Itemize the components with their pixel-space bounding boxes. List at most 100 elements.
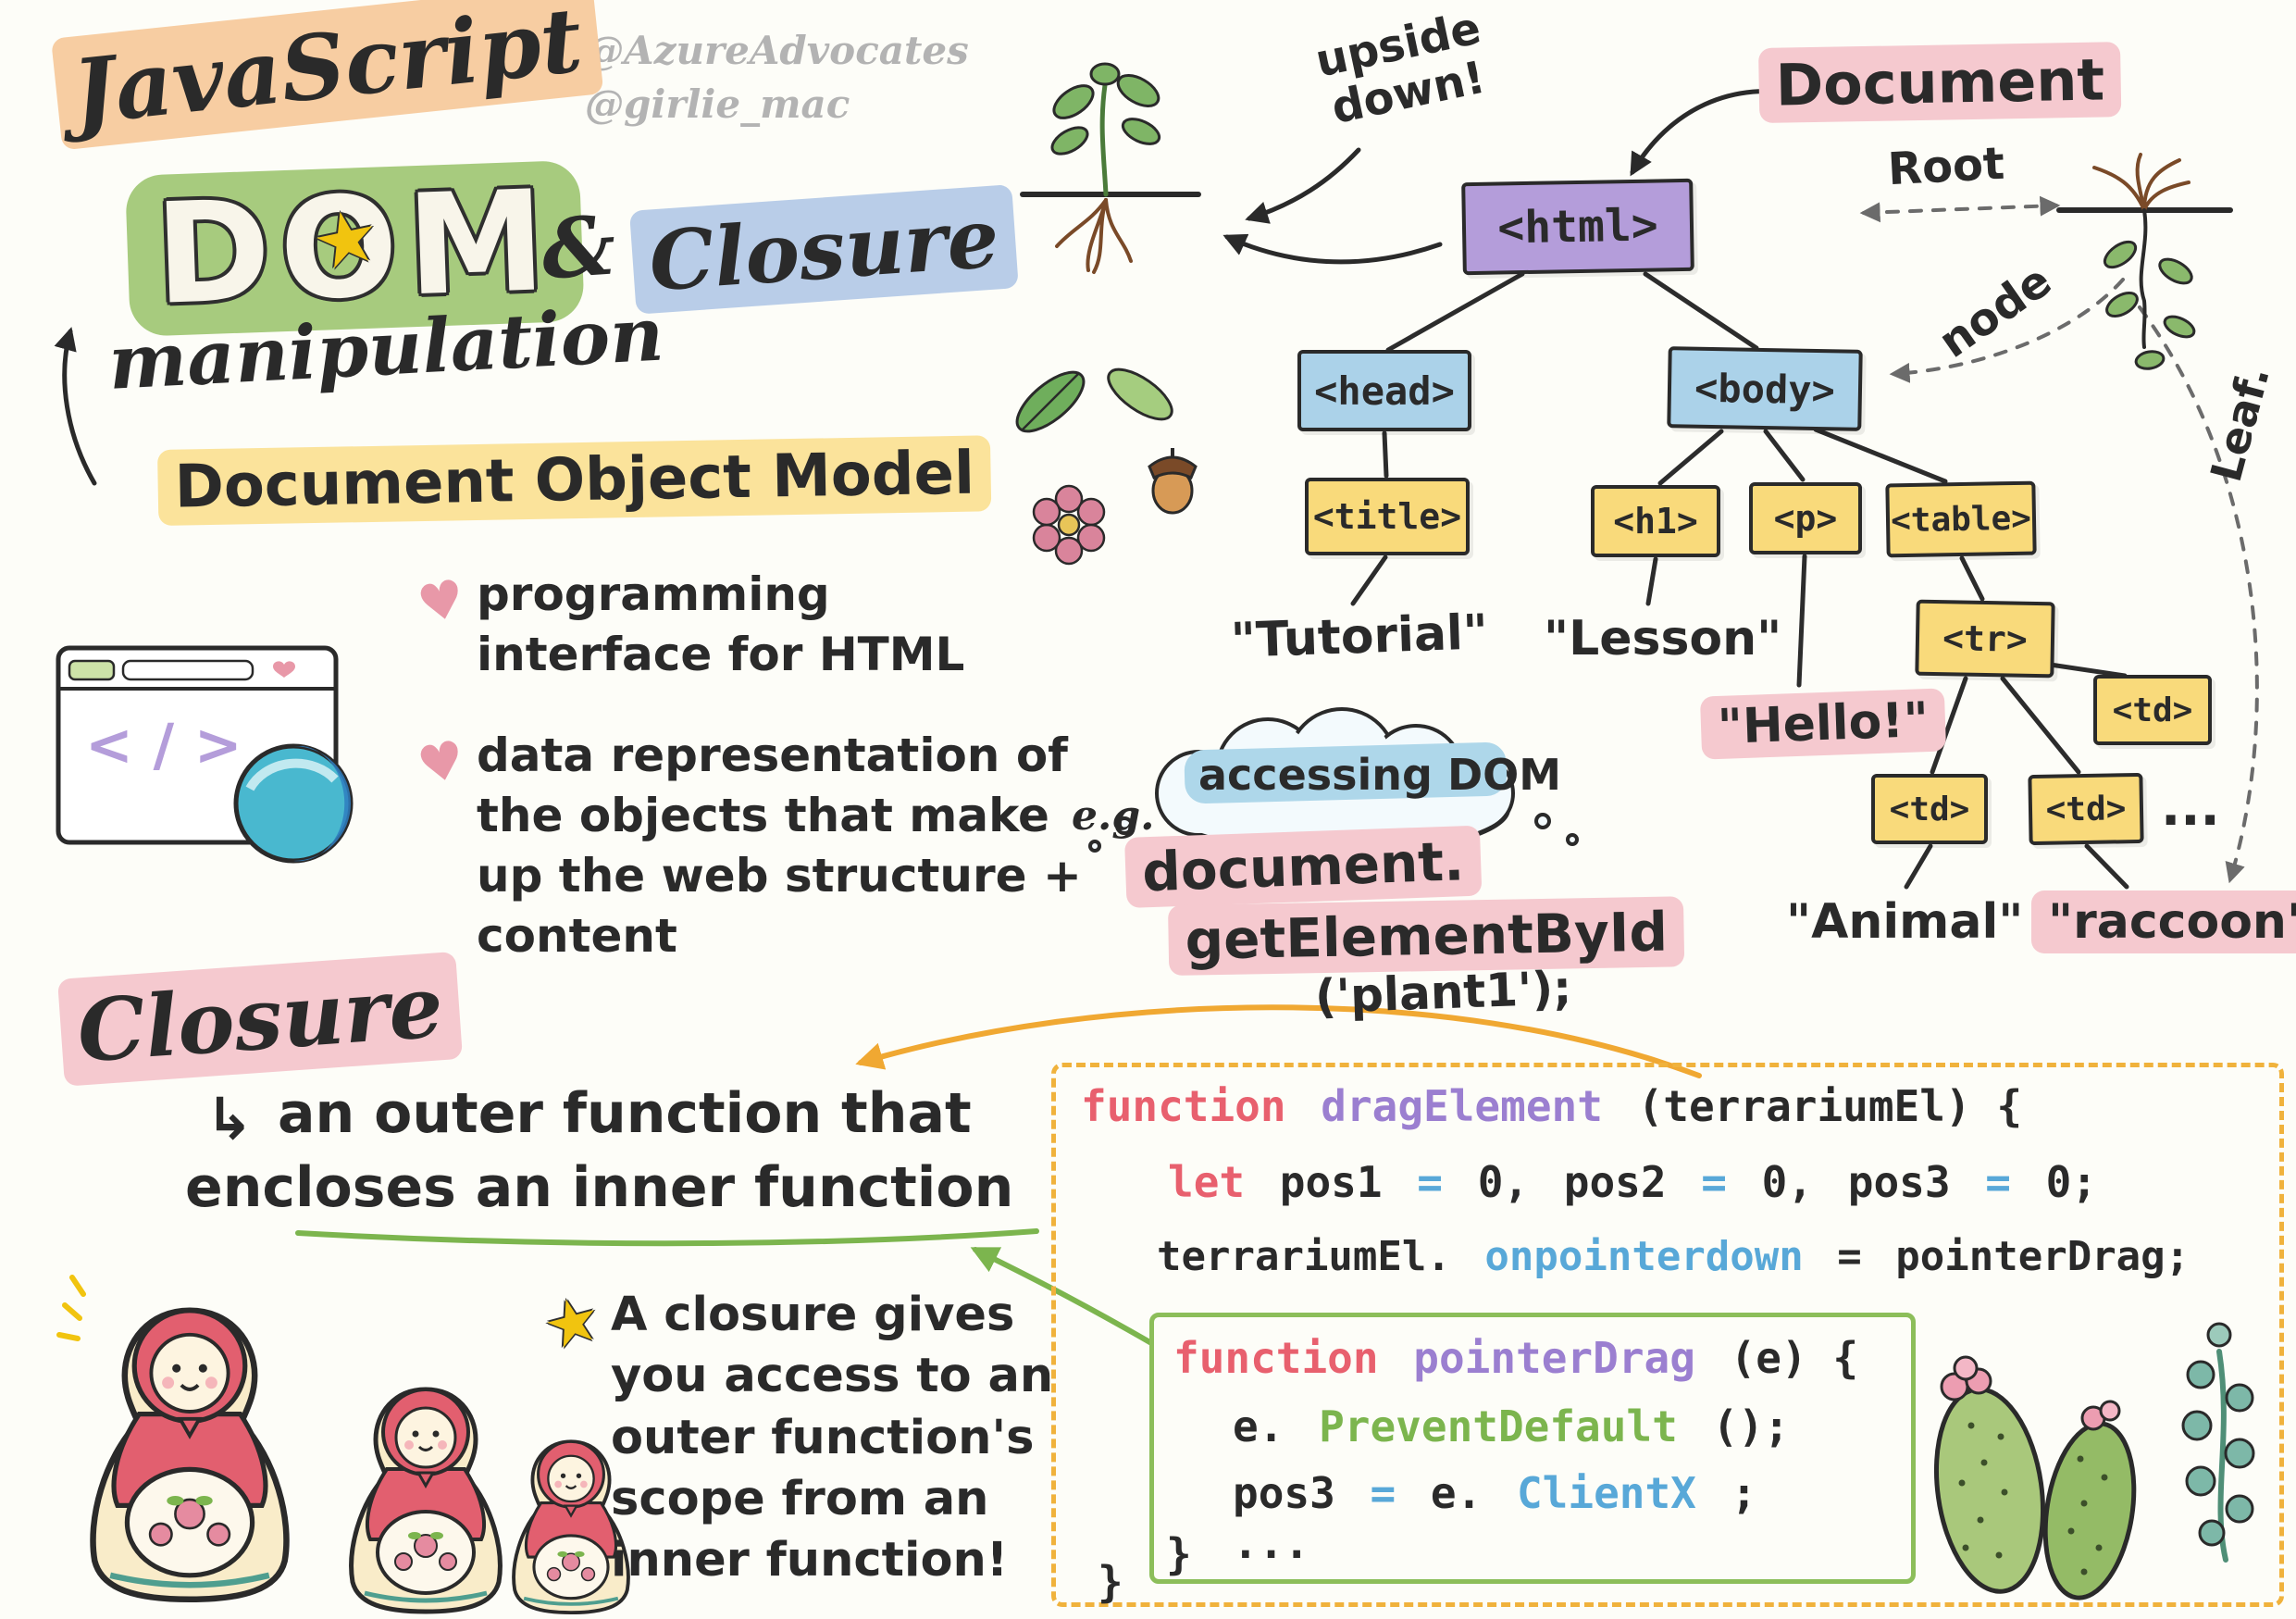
function-name: pointerDrag [1413,1333,1695,1383]
h1-tag-label: <h1> [1613,501,1698,542]
property-clientx: ClientX [1516,1468,1696,1518]
browser-illustration [56,645,354,864]
tree-node-html: <html> [1461,178,1694,276]
tree-node-td-right: <td> [2093,675,2212,745]
hello-value: "Hello!" [1699,688,1947,760]
code-block-border [1051,1063,2284,1607]
code-text: pos1 [1279,1157,1383,1207]
property-onpointerdown: onpointerdown [1484,1233,1804,1280]
keyword-function: function [1173,1333,1379,1383]
code-text: pos3 [1847,1157,1951,1207]
code-text: e. [1430,1468,1483,1518]
code-line-ellipsis: ... [1233,1518,1319,1568]
head-tag-label: <head> [1314,367,1455,414]
code-brackets-icon: < / > [85,711,242,778]
code-text: (); [1712,1401,1790,1451]
title-ampersand: & [539,196,619,298]
inner-function-border [1149,1313,1916,1584]
code-text: 0, [1477,1157,1530,1207]
leaf-icon [1107,367,1173,421]
code-text: pointerDrag; [1895,1233,2191,1280]
code-line-4: function pointerDrag (e) { [1173,1333,1868,1383]
inner-function-arrow [970,1247,1156,1347]
code-line-1: function dragElement (terrariumEl) { [1081,1081,2031,1131]
code-line-6: pos3 = e. ClientX ; [1233,1468,1766,1518]
code-inner-close-brace: } [1166,1529,1201,1579]
td-tag-label: <td> [1889,790,1970,828]
code-text: pos3 [1233,1468,1335,1518]
access-code-document: document. [1124,825,1483,908]
tree-node-td-middle: <td> [2028,772,2144,846]
flower-icon [1032,484,1106,566]
code-text: } [1098,1557,1123,1607]
title-tag-label: <title> [1312,496,1462,537]
sparkle-marks [56,1275,86,1341]
upside-down-plant-illustration [2056,153,2233,370]
equals-sign: = [1417,1157,1443,1207]
code-line-3: terrariumEl. onpointerdown = pointerDrag… [1157,1233,2199,1280]
access-code-getelementbyid: getElementById [1168,896,1685,976]
outer-function-arrow [855,1004,1702,1078]
credit-handle-2: @girlie_mac [585,81,850,127]
matryoshka-dolls-illustration [56,1275,630,1615]
tr-tag-label: <tr> [1942,617,2029,660]
code-text: ... [1233,1518,1310,1568]
eg-label: e.g. [1072,792,1155,840]
browser-heart-icon [273,661,295,678]
acorn-icon [1148,448,1198,515]
closure-definition-line2: encloses an inner function [185,1155,1014,1220]
method-preventdefault: PreventDefault [1319,1401,1678,1451]
keyword-function: function [1081,1081,1286,1131]
code-text: ; [1731,1468,1757,1518]
hook-arrow-icon: ↳ [205,1085,254,1152]
equals-sign: = [1985,1157,2011,1207]
td-ellipsis: ... [2161,778,2220,838]
raccoon-value: "raccoon" [2031,890,2296,953]
bullet-data-representation: data representation of the objects that … [477,729,1082,963]
keyword-let: let [1168,1157,1246,1207]
lesson-value: "Lesson" [1544,611,1782,666]
code-line-5: e. PreventDefault (); [1233,1401,1799,1451]
code-line-2: let pos1 = 0, pos2 = 0, pos3 = 0; [1168,1157,2106,1207]
tree-node-td-left: <td> [1871,774,1988,844]
tree-node-p: <p> [1749,482,1862,554]
bullet-programming-interface: programming interface for HTML [477,567,965,681]
succulent-illustration [2181,1322,2255,1563]
tree-node-body: <body> [1667,346,1863,431]
definition-underline [295,1228,1039,1247]
td-tag-label: <td> [2112,691,2193,729]
animal-value: "Animal" [1786,894,2024,950]
code-text: terrariumEl. [1157,1233,1451,1280]
closure-note: A closure gives you access to an outer f… [611,1288,1054,1588]
code-text: pos2 [1563,1157,1667,1207]
td-tag-label: <td> [2045,789,2127,829]
sprout-plant-illustration [1020,62,1201,274]
equals-sign: = [1837,1233,1862,1280]
code-text: (terrariumEl) { [1637,1081,2023,1131]
tree-node-title: <title> [1305,478,1470,555]
code-text: } [1166,1529,1192,1579]
tree-document-label: Document [1758,42,2122,123]
closure-definition-line1: an outer function that [278,1081,972,1146]
code-text: 0; [2045,1157,2098,1207]
equals-sign: = [1701,1157,1727,1207]
html-tag-label: <html> [1496,199,1659,255]
dom-model-heading: Document Object Model [157,435,992,526]
code-text: 0, [1761,1157,1814,1207]
tree-node-table: <table> [1885,480,2037,558]
tree-node-h1: <h1> [1591,485,1720,557]
dashed-arrows [1859,195,2259,884]
cactus-illustration [1933,1355,2137,1600]
body-tag-label: <body> [1694,365,1836,413]
p-tag-label: <p> [1773,498,1838,539]
table-tag-label: <table> [1890,499,2032,540]
function-name: dragElement [1321,1081,1603,1131]
equals-sign: = [1370,1468,1396,1518]
tree-node-head: <head> [1297,350,1471,431]
leaves-acorn-flower-illustration [1015,367,1198,566]
code-outer-close-brace: } [1098,1557,1133,1607]
tutorial-value: "Tutorial" [1230,604,1489,669]
tree-node-tr: <tr> [1915,599,2055,679]
